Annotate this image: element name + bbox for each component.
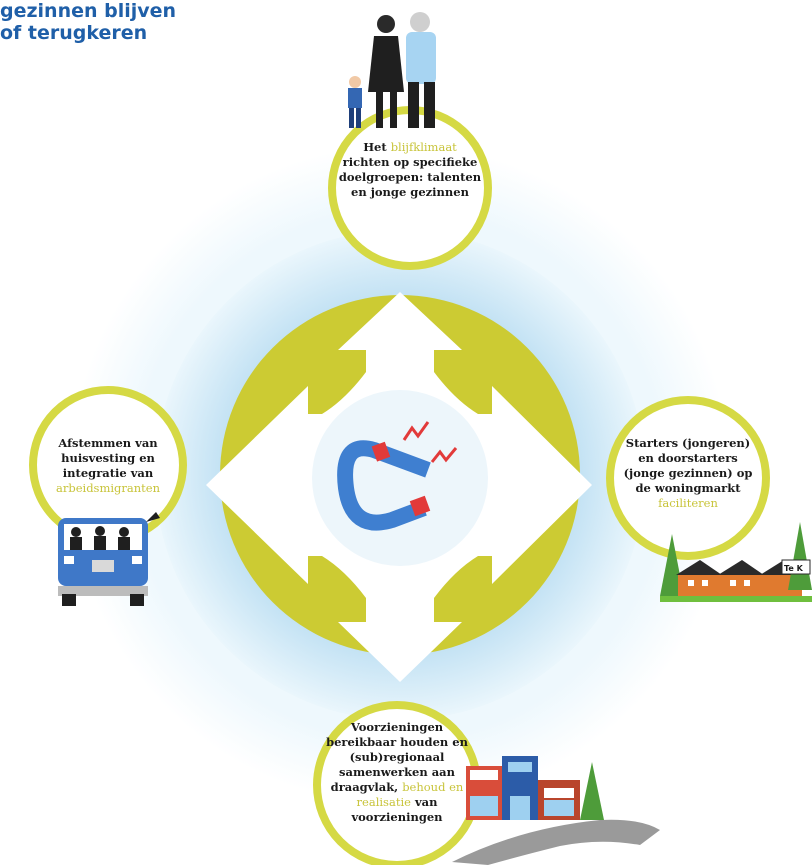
node-right-highlight: faciliteren — [658, 496, 718, 510]
sale-sign-text: Te K — [784, 564, 804, 573]
title-line-1: gezinnen blijven — [0, 0, 177, 22]
family-icon — [348, 12, 436, 128]
node-top-post: richten op specifieke doelgroepen: talen… — [338, 155, 482, 199]
title: gezinnen blijven of terugkeren — [0, 0, 176, 44]
node-left-pre: Afstemmen van huisvesting en integratie … — [58, 436, 158, 480]
node-top-highlight: blijfklimaat — [390, 140, 457, 154]
magnet-icon — [337, 421, 458, 531]
node-top-text: Het blijfklimaat richten op specifieke d… — [338, 140, 482, 200]
shops-with-road-icon — [452, 756, 660, 865]
node-bottom-text: Voorzieningen bereikbaar houden en (sub)… — [322, 720, 472, 825]
node-bottom-pre: Voorzieningen bereikbaar houden en (sub)… — [326, 720, 468, 794]
node-right-pre: Starters (jongeren) en doorstarters (jon… — [623, 436, 753, 495]
title-line-2: of terugkeren — [0, 22, 148, 44]
node-right-text: Starters (jongeren) en doorstarters (jon… — [616, 436, 760, 511]
node-right-circle — [606, 396, 770, 560]
node-left-highlight: arbeidsmigranten — [56, 481, 160, 495]
node-bottom-highlight: behoud en realisatie — [356, 780, 464, 809]
node-top-pre: Het — [363, 140, 391, 154]
node-left-text: Afstemmen van huisvesting en integratie … — [42, 436, 174, 496]
node-bottom-post: van voorzieningen — [351, 795, 443, 824]
van-with-passengers-icon — [58, 512, 160, 606]
houses-with-trees-icon: Te K — [660, 522, 812, 602]
